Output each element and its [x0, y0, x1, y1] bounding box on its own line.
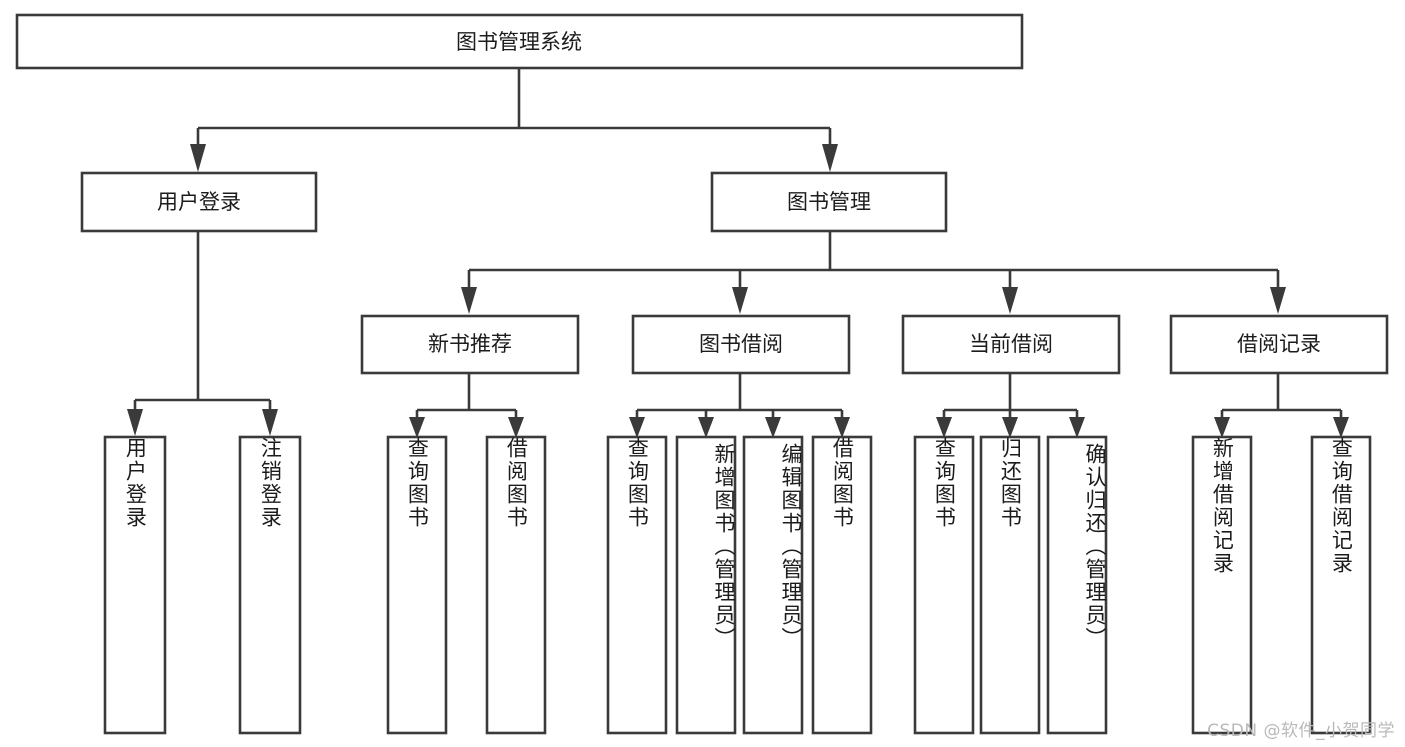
arrow-icon	[822, 144, 838, 172]
leaf-node-logout[interactable]	[238, 435, 302, 735]
arrow-icon	[629, 417, 645, 438]
node-label: 当前借阅	[969, 332, 1053, 356]
leaf-node-add-book[interactable]	[675, 435, 737, 735]
leaf-node-query-book-2[interactable]	[606, 435, 668, 735]
arrow-icon	[698, 417, 714, 438]
node-current-borrow[interactable]: 当前借阅	[901, 314, 1121, 375]
node-box	[811, 435, 873, 735]
node-box	[913, 435, 975, 735]
arrow-icon	[127, 409, 143, 436]
csdn-watermark: CSDN @软件_小贺同学	[1207, 721, 1395, 741]
leaf-node-query-record[interactable]	[1310, 435, 1372, 735]
node-box	[360, 314, 580, 375]
arrow-icon	[262, 409, 278, 436]
leaf-node-query-book-3[interactable]	[913, 435, 975, 735]
connector-bookmgmt-to-level3	[461, 232, 1286, 314]
leaf-node-user-login[interactable]	[103, 435, 167, 735]
node-box	[1191, 435, 1253, 735]
node-box	[979, 435, 1041, 735]
node-label: 新书推荐	[428, 332, 512, 356]
node-new-book-recommend[interactable]: 新书推荐	[360, 314, 580, 375]
node-box	[606, 435, 668, 735]
arrow-icon	[834, 417, 850, 438]
leaf-node-return-book[interactable]	[979, 435, 1041, 735]
node-root[interactable]: 图书管理系统	[15, 13, 1024, 70]
connector-bookborrow-to-leaves	[629, 374, 850, 438]
arrow-icon	[1214, 417, 1230, 438]
node-box	[901, 314, 1121, 375]
leaf-node-query-book-1[interactable]	[386, 435, 448, 735]
connector-borrowrecord-to-leaves	[1214, 374, 1349, 438]
node-label: 用户登录	[157, 190, 241, 214]
node-box	[1310, 435, 1372, 735]
node-box	[238, 435, 302, 735]
arrow-icon	[1002, 417, 1018, 438]
node-box	[675, 435, 737, 735]
node-label: 借阅记录	[1237, 332, 1321, 356]
node-label: 图书管理	[787, 190, 871, 214]
arrow-icon	[765, 417, 781, 438]
node-box	[103, 435, 167, 735]
arrow-icon	[732, 287, 748, 314]
node-label: 图书借阅	[699, 332, 783, 356]
leaf-node-edit-book[interactable]	[742, 435, 804, 735]
arrow-icon	[936, 417, 952, 438]
connector-root-to-level2	[190, 68, 838, 172]
node-box	[485, 435, 547, 735]
node-box	[15, 13, 1024, 70]
leaf-node-confirm-return[interactable]	[1046, 435, 1108, 735]
connector-currentborrow-to-leaves	[936, 374, 1085, 438]
node-box	[1169, 314, 1389, 375]
arrow-icon	[1002, 287, 1018, 314]
arrow-icon	[190, 144, 206, 172]
leaf-node-borrow-book-1[interactable]	[485, 435, 547, 735]
node-user-login[interactable]: 用户登录	[80, 171, 318, 233]
arrow-icon	[461, 287, 477, 314]
arrow-icon	[508, 417, 524, 438]
node-box	[80, 171, 318, 233]
arrow-icon	[1069, 417, 1085, 438]
leaf-node-borrow-book-2[interactable]	[811, 435, 873, 735]
connector-userlogin-to-leaves	[127, 232, 278, 436]
node-book-management[interactable]: 图书管理	[710, 171, 948, 233]
node-label: 图书管理系统	[456, 30, 582, 54]
connector-newbook-to-leaves	[409, 374, 524, 438]
node-box	[386, 435, 448, 735]
arrow-icon	[409, 417, 425, 438]
node-borrow-record[interactable]: 借阅记录	[1169, 314, 1389, 375]
node-box	[1046, 435, 1108, 735]
node-box	[742, 435, 804, 735]
leaf-node-add-record[interactable]	[1191, 435, 1253, 735]
node-box	[631, 314, 851, 375]
arrow-icon	[1333, 417, 1349, 438]
arrow-icon	[1270, 287, 1286, 314]
node-box	[710, 171, 948, 233]
node-book-borrow[interactable]: 图书借阅	[631, 314, 851, 375]
